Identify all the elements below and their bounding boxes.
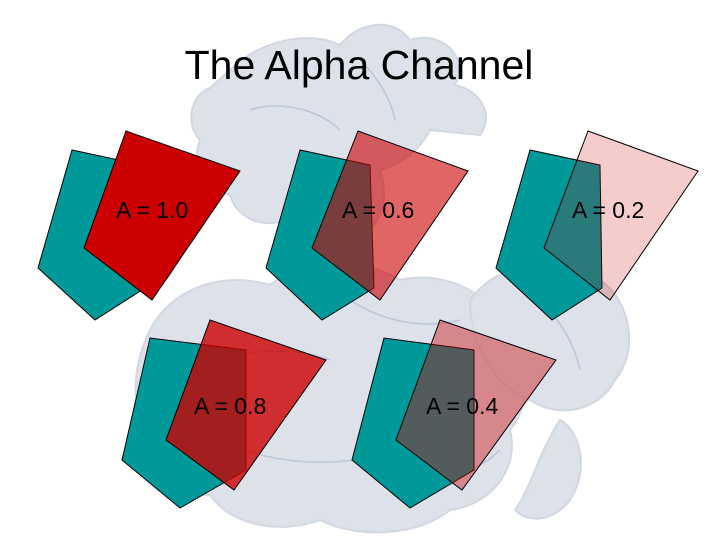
- alpha-label-4: A = 0.8: [194, 393, 266, 419]
- alpha-label-2: A = 0.6: [342, 197, 414, 223]
- alpha-label-5: A = 0.4: [426, 393, 498, 419]
- example-alpha-0-2: A = 0.2: [496, 131, 698, 320]
- alpha-label-3: A = 0.2: [572, 197, 644, 223]
- example-alpha-0-6: A = 0.6: [266, 131, 468, 320]
- example-alpha-1-0: A = 1.0: [38, 131, 240, 320]
- example-alpha-0-8: A = 0.8: [122, 320, 326, 508]
- example-alpha-0-4: A = 0.4: [352, 320, 556, 508]
- alpha-label-1: A = 1.0: [116, 197, 188, 223]
